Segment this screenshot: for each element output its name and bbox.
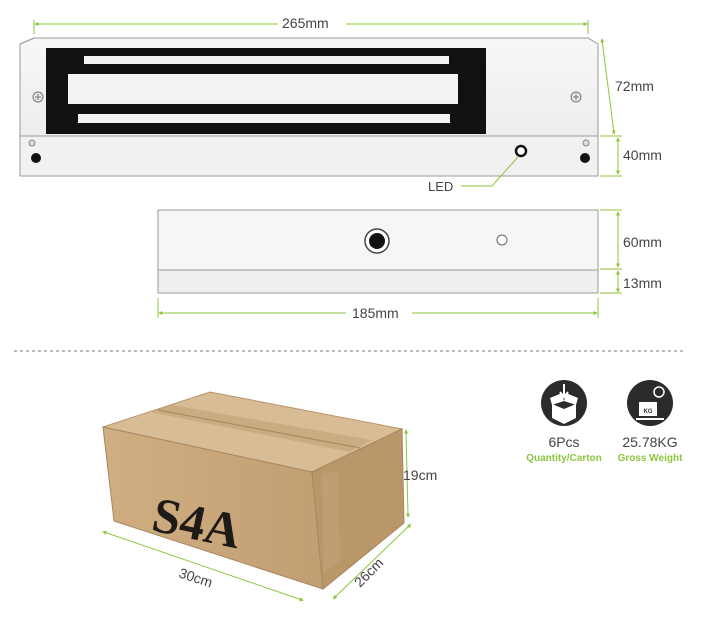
lock-width-label: 265mm [282,15,329,31]
plate-height-label: 60mm [623,234,662,250]
screw-icon [570,91,582,103]
screw-icon [32,91,44,103]
magnet-core [46,48,486,134]
led-indicator [514,144,528,158]
spec-weight-label: Gross Weight [618,453,683,464]
magnetic-lock: LED 265mm 72mm 40mm [19,15,662,194]
spec-weight: KG 25.78KG Gross Weight [618,380,683,464]
spec-quantity: 6Pcs Quantity/Carton [526,380,602,464]
spec-weight-value: 25.78KG [622,434,677,450]
plate-width-label: 185mm [352,305,399,321]
plate-thickness-label: 13mm [623,275,662,291]
package-box-icon [541,380,587,426]
led-label: LED [428,179,453,194]
weight-scale-icon: KG [627,380,673,426]
svg-text:KG: KG [644,409,653,415]
lock-height-label: 72mm [615,78,654,94]
spec-quantity-value: 6Pcs [548,434,579,450]
carton-height-label: 19cm [403,467,437,483]
armature-plate: 60mm 13mm 185mm [157,209,662,321]
spec-quantity-label: Quantity/Carton [526,453,602,464]
carton-box: S4A 30cm 26cm 19cm [101,391,437,602]
lock-depth-label: 40mm [623,147,662,163]
